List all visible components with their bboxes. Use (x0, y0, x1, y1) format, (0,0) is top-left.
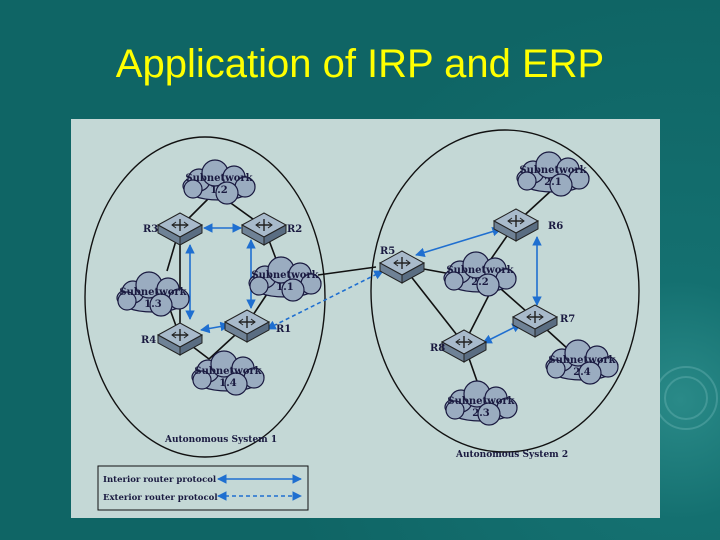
subnetwork-cloud-2-1: Subnetwork 2.1 (516, 151, 590, 197)
as1-label: Autonomous System 1 (164, 435, 277, 445)
subnetwork-label: Subnetwork (447, 396, 515, 407)
subnetwork-number: 2.1 (544, 177, 561, 188)
subnetwork-number: 1.1 (276, 282, 293, 293)
subnetwork-label: Subnetwork (251, 270, 319, 281)
subnetwork-number: 1.2 (210, 185, 227, 196)
subnetwork-label: Subnetwork (519, 165, 587, 176)
router-label: R3 (143, 224, 158, 235)
interior-protocol-arrows (185, 223, 542, 344)
slide-title: Application of IRP and ERP (115, 42, 605, 86)
legend-exterior-label: Exterior router protocol (103, 493, 218, 503)
router-label: R8 (430, 343, 445, 354)
router-label: R7 (560, 314, 575, 325)
subnetwork-cloud-2-4: Subnetwork 2.4 (545, 339, 619, 385)
subnetwork-cloud-2-3: Subnetwork 2.3 (444, 380, 518, 426)
subnetwork-label: Subnetwork (119, 287, 187, 298)
network-diagram: Subnetwork 1.2 Subnetwork 1.1 Subnetwork… (71, 119, 660, 518)
exterior-protocol-arrow (266, 270, 384, 330)
router-r6 (493, 208, 539, 242)
router-label: R1 (276, 324, 291, 335)
subnetwork-number: 1.3 (144, 299, 161, 310)
subnetwork-label: Subnetwork (185, 173, 253, 184)
subnetwork-label: Subnetwork (446, 265, 514, 276)
subnetwork-cloud-1-4: Subnetwork 1.4 (191, 350, 265, 396)
router-label: R4 (141, 335, 156, 346)
subnetwork-label: Subnetwork (194, 366, 262, 377)
decorative-ring (654, 366, 718, 430)
router-r2 (241, 212, 287, 246)
subnetwork-number: 2.4 (573, 367, 590, 378)
router-label: R2 (287, 224, 302, 235)
legend: Interior router protocol Exterior router… (97, 465, 309, 511)
as2-label: Autonomous System 2 (455, 450, 568, 460)
router-label: R5 (380, 246, 395, 257)
subnetwork-label: Subnetwork (548, 355, 616, 366)
legend-interior-label: Interior router protocol (103, 475, 217, 485)
router-r3 (157, 212, 203, 246)
subnetwork-number: 1.4 (219, 378, 236, 389)
router-r4 (157, 322, 203, 356)
subnetwork-cloud-1-3: Subnetwork 1.3 (116, 271, 190, 317)
router-r8 (441, 329, 487, 363)
subnetwork-cloud-2-2: Subnetwork 2.2 (443, 251, 517, 297)
subnetwork-cloud-1-2: Subnetwork 1.2 (182, 159, 256, 205)
subnetwork-cloud-1-1: Subnetwork 1.1 (248, 256, 322, 302)
router-label: R6 (548, 221, 563, 232)
subnetwork-number: 2.2 (471, 277, 488, 288)
subnetwork-number: 2.3 (472, 408, 489, 419)
